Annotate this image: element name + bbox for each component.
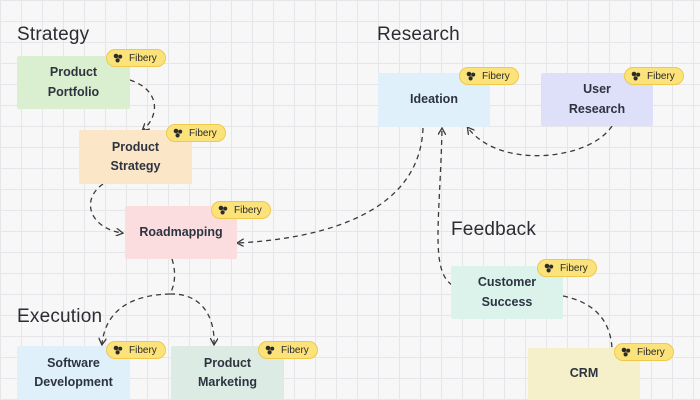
edge-portfolio-to-strategy — [129, 79, 156, 130]
edge-customersuccess-to-ideation — [437, 129, 453, 286]
node-label: Marketing — [197, 375, 258, 389]
node-roadmapping[interactable]: Roadmapping — [125, 206, 237, 259]
fibery-logo-icon — [265, 345, 275, 355]
edge-strategy-to-roadmapping — [89, 183, 122, 233]
fibery-badge[interactable]: Fibery — [211, 201, 271, 219]
fibery-logo-icon — [218, 205, 228, 215]
edge-ideation-to-roadmapping — [238, 127, 424, 243]
node-label: Customer — [477, 275, 537, 290]
node-label: Software — [47, 355, 100, 370]
fibery-badge-label: Fibery — [637, 346, 665, 358]
node-label: Product — [111, 139, 160, 154]
node-label: Development — [34, 375, 113, 389]
fibery-badge[interactable]: Fibery — [106, 341, 166, 359]
node-label: Research — [568, 101, 626, 116]
edge-userresearch-to-ideation — [468, 125, 613, 157]
fibery-badge-label: Fibery — [560, 262, 588, 274]
fibery-logo-icon — [621, 347, 631, 357]
fibery-badge-label: Fibery — [129, 344, 157, 356]
node-label: CRM — [569, 366, 599, 381]
section-title-feedback: Feedback — [451, 219, 537, 240]
fibery-badge[interactable]: Fibery — [537, 259, 597, 277]
fibery-badge-label: Fibery — [189, 127, 217, 139]
edge-roadmapping-to-execution — [169, 258, 176, 295]
node-label: Portfolio — [47, 84, 100, 99]
fibery-badge[interactable]: Fibery — [459, 67, 519, 85]
node-label: Roadmapping — [139, 224, 223, 239]
fibery-badge-label: Fibery — [281, 344, 309, 356]
edge-roadmapping-to-marketing — [169, 293, 214, 344]
fibery-badge[interactable]: Fibery — [166, 124, 226, 142]
fibery-logo-icon — [113, 53, 123, 63]
node-label: Product — [49, 65, 98, 80]
fibery-logo-icon — [113, 345, 123, 355]
section-title-execution: Execution — [17, 306, 103, 327]
fibery-badge[interactable]: Fibery — [624, 67, 684, 85]
node-label: Ideation — [410, 92, 458, 107]
fibery-badge[interactable]: Fibery — [258, 341, 318, 359]
fibery-badge-label: Fibery — [647, 70, 675, 82]
node-label: User — [583, 82, 611, 97]
edge-customersuccess-to-crm — [562, 295, 613, 349]
node-label: Strategy — [110, 159, 161, 173]
node-label: Product — [203, 355, 252, 370]
fibery-logo-icon — [631, 71, 641, 81]
edge-roadmapping-to-software — [102, 293, 171, 344]
fibery-logo-icon — [544, 263, 554, 273]
fibery-logo-icon — [466, 71, 476, 81]
fibery-badge-label: Fibery — [234, 204, 262, 216]
fibery-badge-label: Fibery — [482, 70, 510, 82]
fibery-logo-icon — [173, 128, 183, 138]
section-title-research: Research — [377, 24, 460, 45]
node-label: Success — [481, 294, 533, 309]
fibery-badge-label: Fibery — [129, 52, 157, 64]
fibery-badge[interactable]: Fibery — [614, 343, 674, 361]
fibery-badge[interactable]: Fibery — [106, 49, 166, 67]
section-title-strategy: Strategy — [17, 24, 90, 45]
